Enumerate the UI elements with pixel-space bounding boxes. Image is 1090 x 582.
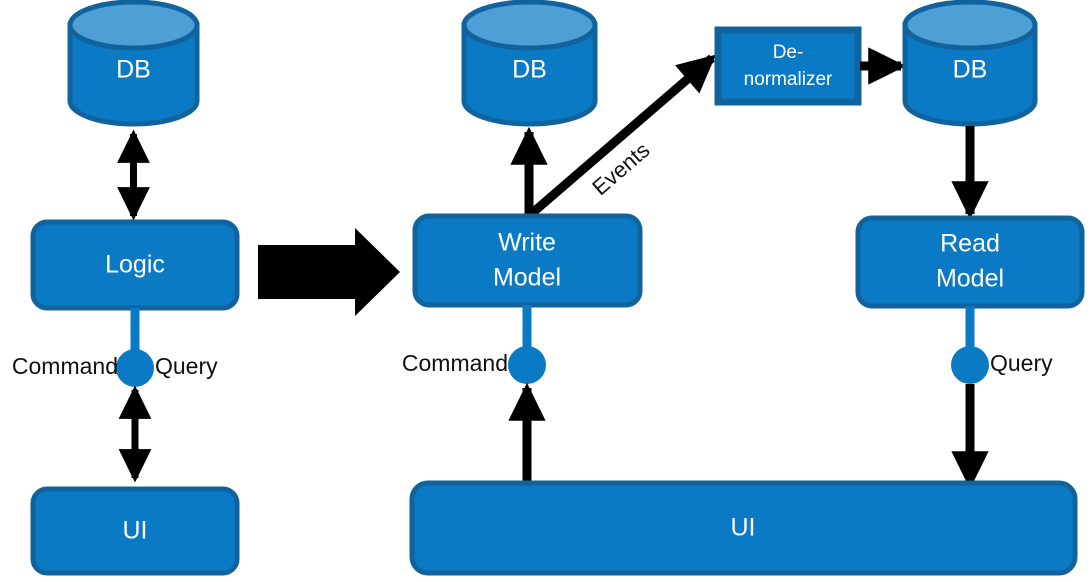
right-command-label: Command	[402, 350, 508, 376]
right-query-label: Query	[990, 350, 1053, 376]
write-db-body	[461, 22, 598, 127]
write-command-socket[interactable]	[508, 346, 546, 384]
left-ui-node[interactable]: UI	[30, 486, 240, 576]
read-db-label: DB	[953, 56, 988, 84]
denormalizer-node[interactable]: De- normalizer	[714, 26, 862, 106]
left-command-query-socket[interactable]	[116, 349, 154, 387]
events-arrow	[527, 54, 716, 219]
read-model-node[interactable]: Read Model	[855, 215, 1085, 309]
write-db-top	[461, 0, 598, 51]
left-db-top	[67, 0, 200, 51]
right-ui-node[interactable]: UI	[409, 480, 1078, 576]
denormalizer-box	[714, 26, 862, 106]
events-label: Events	[587, 137, 654, 200]
transition-block-arrow	[258, 228, 400, 316]
left-db-node[interactable]: DB	[67, 0, 200, 127]
left-ui-box	[30, 486, 240, 576]
write-db-node[interactable]: DB	[461, 0, 598, 127]
left-db-label: DB	[116, 56, 151, 84]
left-logic-node[interactable]: Logic	[30, 219, 240, 311]
write-model-label-line2: Model	[493, 264, 561, 292]
read-db-top	[902, 0, 1038, 51]
write-db-label: DB	[512, 56, 547, 84]
right-ui-label: UI	[731, 514, 756, 542]
left-command-label: Command	[12, 353, 118, 379]
left-ui-label: UI	[123, 517, 148, 545]
read-model-label-line2: Model	[936, 265, 1004, 293]
denormalizer-label-line1: De-	[773, 42, 804, 63]
denormalizer-label-line2: normalizer	[744, 69, 833, 90]
left-query-label: Query	[155, 353, 218, 379]
read-query-socket[interactable]	[951, 346, 989, 384]
right-ui-box	[409, 480, 1078, 576]
transition-arrow-shape	[258, 228, 400, 316]
left-db-body	[67, 22, 200, 127]
write-model-node[interactable]: Write Model	[412, 213, 643, 308]
write-model-label-line1: Write	[498, 229, 556, 257]
left-logic-label: Logic	[105, 251, 165, 279]
read-db-node[interactable]: DB	[902, 0, 1038, 127]
read-db-body	[902, 22, 1038, 127]
read-model-label-line1: Read	[940, 230, 1000, 258]
